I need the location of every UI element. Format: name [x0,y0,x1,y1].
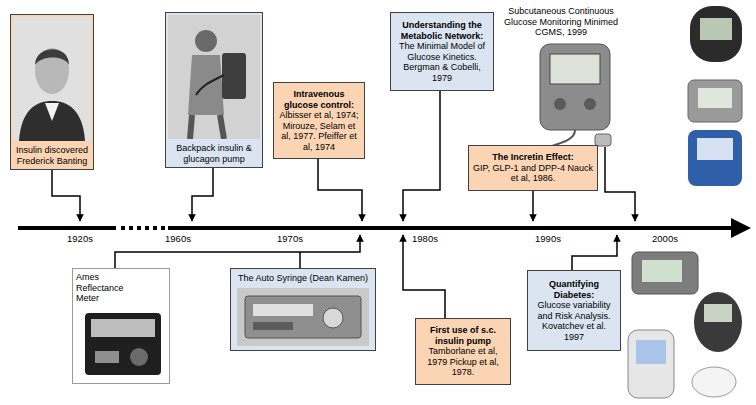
leader-line [605,147,635,221]
device-body [690,6,742,62]
box-heading: Quantifying Diabetes: [532,279,616,300]
torso [188,55,224,115]
portrait-photo [13,17,91,141]
device-caption: Subcutaneous Continuous Glucose Monitori… [499,6,623,38]
box-text: Ames Reflectance Meter [76,272,132,304]
meter-dial [130,348,148,366]
pump-tube [196,75,224,95]
device-button [554,98,566,110]
decade-label: 1920s [67,233,93,244]
device-photos [628,6,742,398]
device-body [628,330,674,398]
collar [45,103,59,121]
box-text: Glucose variability and Risk Analysis. K… [532,300,616,342]
decade-label: 1980s [412,233,438,244]
box-heading: Intravenous glucose control: [278,89,360,110]
decade-label: 2000s [652,233,678,244]
box-heading: The Incretin Effect: [473,152,593,163]
photo-ground [168,15,260,139]
milestone-box: Quantifying Diabetes:Glucose variability… [527,270,621,351]
leader-line [115,235,360,268]
backpack-pump [222,53,246,99]
photo-ground [13,17,91,141]
leader-line [403,80,440,221]
milestone-box: First use of s.c. insulin pumpTamborlane… [415,318,511,385]
device-screen [636,340,666,364]
milestone-photo-box: Insulin discovered Frederick Banting [10,14,94,170]
leader-line [572,235,617,273]
device-screen [704,304,732,322]
device-body [694,292,742,352]
device-body [688,130,742,186]
box-text: Tamborlane et al, 1979 Pickup et al, 197… [420,346,506,378]
device-screen [550,54,600,84]
device-screen [698,88,732,108]
device-button [584,98,596,110]
device-screen [697,138,733,160]
meter-panel [91,319,155,337]
milestone-box: Understanding the Metabolic Network:The … [390,12,494,91]
pump-body [245,296,361,338]
pump-battery [253,322,293,330]
meter-body [85,313,161,375]
box-text: The Auto Syringe (Dean Kamen) [235,273,371,284]
syringe [253,304,313,316]
box-text: The Minimal Model of Glucose Kinetics. B… [395,41,489,83]
face [35,48,69,94]
leader-line [403,235,445,322]
box-text: Albisser et al, 1974; Mirouze, Selam et … [278,110,360,152]
box-heading: Understanding the Metabolic Network: [395,20,489,41]
timeline-gap [121,226,166,230]
box-text: Backpack insulin & glucagon pump [169,143,259,164]
milestone-box: Intravenous glucose control:Albisser et … [273,82,365,159]
device-screen [700,18,732,40]
backpack-photo [168,15,260,139]
cgms-device [540,44,611,146]
device-photo-box: Ames Reflectance Meter [72,268,170,384]
meter-slot [95,351,119,363]
device-body [688,80,742,122]
device-tube [552,130,575,146]
timeline-axis [168,226,736,230]
decade-label: 1960s [165,233,191,244]
pump-gear [323,308,343,328]
decade-label: 1990s [535,233,561,244]
decade-label: 1970s [277,233,303,244]
timeline-axis [18,226,116,230]
box-text: GIP, GLP-1 and DPP-4 Nauck et al, 1986. [473,163,593,184]
device-screen [642,260,682,282]
meter-photo [81,307,165,381]
legs [190,115,224,139]
box-text: Insulin discovered Frederick Banting [14,145,90,166]
milestone-photo-box: Backpack insulin & glucagon pump [165,12,263,168]
photo-ground [237,288,369,346]
hair [35,49,69,65]
timeline-arrowhead [731,218,751,238]
milestone-box: The Incretin Effect:GIP, GLP-1 and DPP-4… [468,145,598,191]
device-pod [692,367,736,397]
head [195,30,217,52]
suit [19,101,85,141]
device-photo-box: The Auto Syringe (Dean Kamen) [230,268,376,351]
device-body [632,252,698,294]
device-body [540,44,610,130]
syringe-pump-photo [237,288,369,346]
box-heading: First use of s.c. insulin pump [420,325,506,346]
